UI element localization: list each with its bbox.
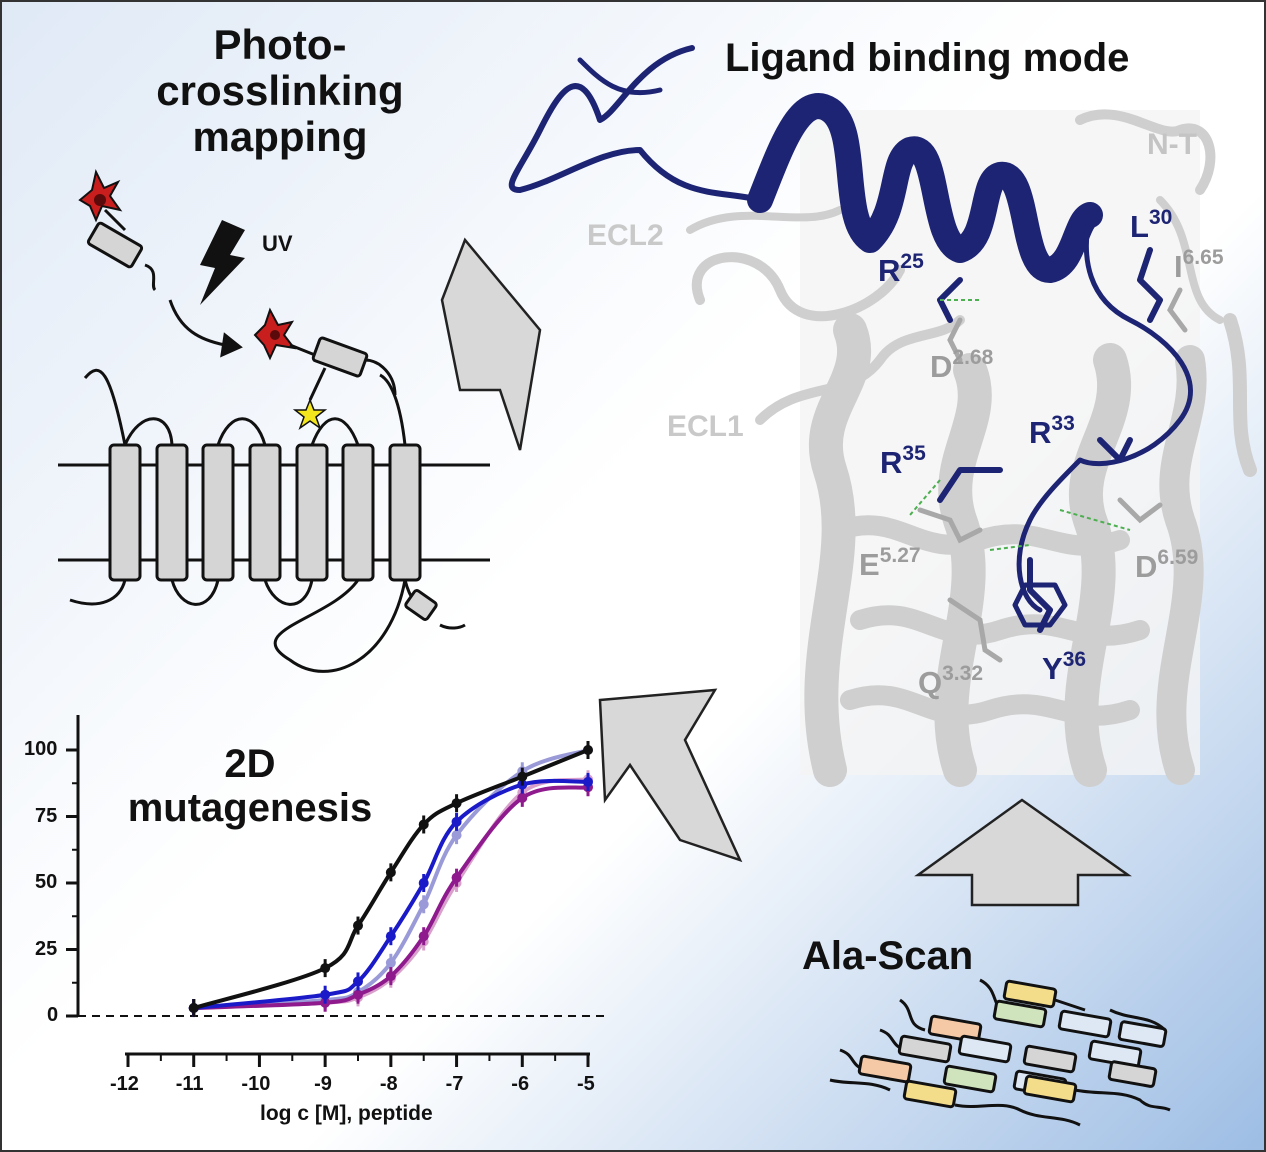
y-tick-label: 50 bbox=[35, 871, 58, 893]
residue-r25: R25 bbox=[878, 250, 924, 288]
receptor-side-chains bbox=[917, 287, 1188, 663]
x-tick-label: -8 bbox=[379, 1073, 398, 1095]
data-point-purple bbox=[385, 971, 396, 982]
data-point-black bbox=[583, 745, 593, 755]
residue-i665: I6.65 bbox=[1174, 246, 1224, 284]
data-point-black bbox=[385, 867, 396, 878]
data-point-black bbox=[188, 1003, 199, 1014]
data-point-blue bbox=[385, 931, 396, 942]
x-axis-label: log c [M], peptide bbox=[260, 1102, 433, 1125]
residue-e527: E5.27 bbox=[859, 544, 921, 582]
photo-crosslinking-title: Photo- crosslinking mapping bbox=[156, 21, 404, 160]
data-point-blue bbox=[418, 878, 429, 888]
data-point-black bbox=[451, 798, 462, 809]
nt-label: N-T bbox=[1147, 128, 1197, 161]
receptor-structure bbox=[686, 109, 1257, 787]
uv-label: UV bbox=[262, 231, 293, 256]
ala-scan-library bbox=[829, 978, 1171, 1127]
data-point-blue bbox=[583, 776, 593, 787]
residue-y36: Y36 bbox=[1042, 648, 1087, 686]
data-point-lavender bbox=[385, 957, 396, 968]
residue-q332: Q3.32 bbox=[918, 662, 983, 700]
data-point-purple bbox=[418, 931, 429, 942]
residue-r33: R33 bbox=[1029, 412, 1075, 450]
data-point-purple bbox=[451, 872, 462, 883]
chart-series bbox=[188, 741, 593, 1018]
photo-probe-bound bbox=[253, 307, 397, 430]
y-tick-label: 75 bbox=[35, 804, 58, 827]
data-point-purple bbox=[353, 989, 363, 1000]
mutagenesis-title: 2D mutagenesis bbox=[127, 742, 373, 830]
residue-r35: R35 bbox=[880, 442, 926, 480]
data-point-blue bbox=[451, 816, 462, 827]
y-tick-label: 100 bbox=[24, 738, 58, 760]
chart-axes bbox=[66, 715, 610, 1067]
data-point-lavender bbox=[418, 899, 429, 910]
arrow-right-icon bbox=[440, 237, 542, 451]
y-tick-label: 25 bbox=[35, 937, 58, 960]
data-point-lavender bbox=[451, 830, 462, 841]
data-point-black bbox=[320, 963, 331, 974]
curved-arrow-icon bbox=[168, 299, 243, 358]
ecl2-label: ECL2 bbox=[587, 219, 664, 252]
x-tick-label: -6 bbox=[511, 1073, 530, 1095]
gpcr-schematic bbox=[58, 368, 490, 673]
x-tick-label: -10 bbox=[241, 1073, 271, 1095]
ala-scan-title: Ala-Scan bbox=[802, 934, 974, 978]
x-tick-label: -5 bbox=[577, 1073, 595, 1095]
photo-probe-free bbox=[78, 169, 157, 292]
ligand-binding-title: Ligand binding mode bbox=[725, 36, 1130, 80]
y-tick-label: 0 bbox=[47, 1004, 59, 1026]
residue-l30: L30 bbox=[1130, 206, 1173, 244]
hydrogen-bonds bbox=[909, 299, 1131, 551]
arrow-upleft-icon bbox=[598, 688, 743, 863]
residue-d659: D6.59 bbox=[1135, 546, 1199, 584]
data-point-black bbox=[517, 771, 528, 782]
x-tick-label: -11 bbox=[175, 1073, 204, 1095]
ecl1-label: ECL1 bbox=[667, 410, 744, 443]
data-point-blue bbox=[320, 989, 331, 1000]
data-point-black bbox=[418, 819, 429, 830]
data-point-purple bbox=[517, 792, 528, 803]
data-point-blue bbox=[353, 976, 363, 987]
residue-d268: D2.68 bbox=[930, 346, 994, 384]
x-tick-label: -9 bbox=[314, 1073, 332, 1095]
arrow-up-icon bbox=[914, 798, 1132, 907]
x-tick-label: -12 bbox=[110, 1073, 139, 1095]
x-tick-label: -7 bbox=[445, 1073, 464, 1095]
uv-lightning-icon bbox=[200, 220, 245, 305]
data-point-black bbox=[353, 920, 363, 931]
